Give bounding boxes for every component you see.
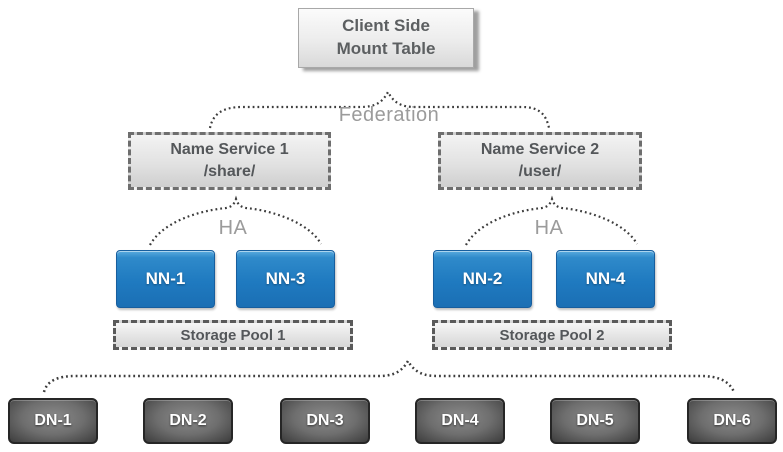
ha-label-right: HA — [534, 217, 564, 239]
datanode-box-dn5: DN-5 — [550, 398, 640, 444]
ha-label-left: HA — [218, 217, 248, 239]
storage-pool-2-box: Storage Pool 2 — [432, 320, 672, 350]
storage-pool-1-box: Storage Pool 1 — [113, 320, 353, 350]
federation-label: Federation — [338, 104, 440, 126]
datanode-box-dn3: DN-3 — [280, 398, 370, 444]
namenode-box-nn4: NN-4 — [556, 250, 655, 308]
datanode-box-dn2: DN-2 — [143, 398, 233, 444]
datanode-box-dn1: DN-1 — [8, 398, 98, 444]
client-box-line2: Mount Table — [336, 39, 436, 58]
namenode-box-nn1: NN-1 — [116, 250, 215, 308]
client-box-line1: Client Side — [342, 16, 430, 36]
name-service-1-path: /share/ — [203, 163, 256, 180]
namenode-box-nn2: NN-2 — [433, 250, 532, 308]
name-service-1-box: Name Service 1 /share/ — [128, 132, 331, 190]
name-service-2-title: Name Service 2 — [480, 140, 600, 158]
name-service-2-box: Name Service 2 /user/ — [438, 132, 642, 190]
datanode-brace-connector — [42, 358, 736, 393]
datanode-box-dn6: DN-6 — [687, 398, 777, 444]
datanode-box-dn4: DN-4 — [415, 398, 505, 444]
name-service-1-title: Name Service 1 — [170, 140, 289, 158]
client-mount-table-box: Client Side Mount Table — [298, 8, 474, 68]
name-service-2-path: /user/ — [518, 163, 562, 180]
namenode-box-nn3: NN-3 — [236, 250, 335, 308]
